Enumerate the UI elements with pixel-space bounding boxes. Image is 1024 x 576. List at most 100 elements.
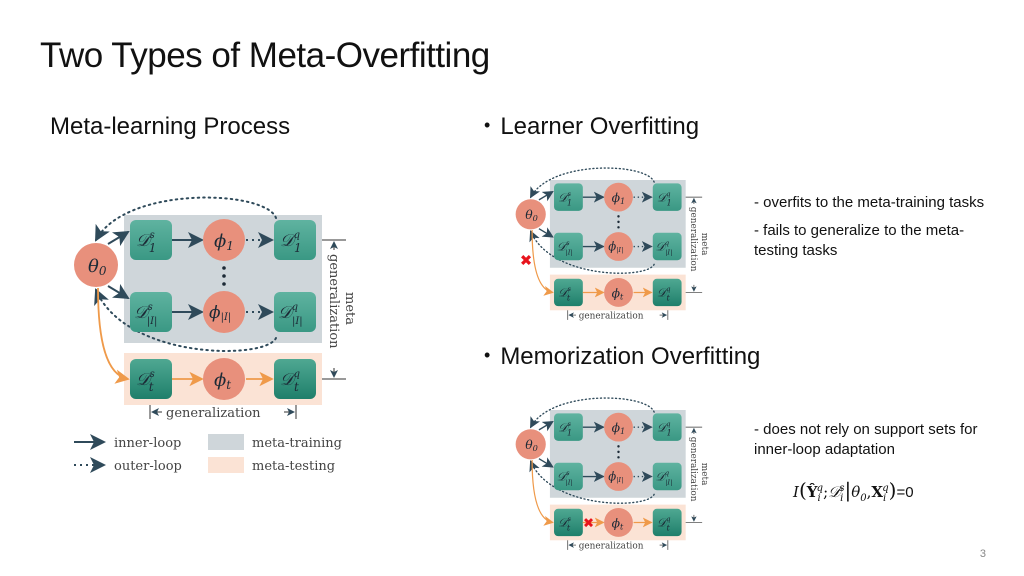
meta-testing-arrow — [97, 287, 130, 384]
formula-paren: ( — [798, 478, 807, 502]
support-set-I-box — [554, 232, 583, 261]
query-set-1-box — [652, 183, 682, 211]
inner-loop-arrow — [538, 457, 554, 468]
formula-X: X — [871, 483, 884, 501]
formula-semicolon: ; — [823, 483, 829, 501]
inner-loop-arrow — [538, 420, 554, 432]
formula-sup: q — [816, 483, 824, 494]
failure-x-icon: ✖ — [520, 252, 533, 270]
slide-title: Two Types of Meta-Overfitting — [40, 36, 490, 75]
memorization-overfitting-notes: - does not rely on support sets for inne… — [754, 420, 999, 468]
generalization-label: generalization — [579, 312, 644, 322]
formula-sub: i — [883, 493, 887, 504]
theta0-node — [74, 243, 118, 287]
support-set-I-box — [130, 292, 172, 332]
support-set-1-box — [130, 220, 172, 260]
support-set-t-box — [554, 508, 583, 537]
formula-I: I — [793, 483, 799, 501]
generalization-label: generalization — [166, 406, 261, 421]
formula-D: 𝒟 — [828, 483, 841, 501]
bullet-icon: • — [484, 345, 491, 365]
meta-label: meta — [699, 233, 709, 256]
inner-loop-arrow — [107, 230, 130, 247]
theta0-label: θ0 — [525, 208, 538, 223]
theta0-label: θ0 — [88, 256, 107, 278]
query-set-t-box — [274, 359, 316, 399]
query-set-I-label: 𝒟q|I| — [278, 302, 303, 327]
inner-loop-arrow — [538, 227, 554, 238]
support-set-t-box — [554, 278, 583, 307]
outer-loop-arrow-bottom — [529, 230, 655, 274]
phi-I-node — [203, 291, 245, 333]
formula-paren: ) — [888, 478, 897, 502]
phi-I-node — [604, 462, 633, 491]
learner-overfitting-title: Learner Overfitting — [500, 113, 700, 140]
theta0-node — [515, 429, 546, 460]
bullet-icon: • — [484, 115, 491, 135]
phi-t-node — [604, 278, 633, 307]
phi-I-label: ϕ|I| — [608, 240, 623, 254]
meta-generalization-label: generalization — [326, 254, 341, 349]
query-set-t-box — [652, 508, 682, 537]
support-set-1-box — [554, 183, 583, 211]
query-set-t-box — [652, 278, 682, 307]
meta-learning-diagram: θ0 𝒟s1 ϕ1 𝒟q1 𝒟s|I| ϕ|I| 𝒟q|I| 𝒟st ϕt � — [74, 196, 357, 474]
meta-learning-diagram: θ0 𝒟s1 ϕ1 𝒟q1 𝒟s|I| ϕ|I| 𝒟q|I| 𝒟st ϕt � — [515, 167, 709, 322]
meta-testing-swatch — [208, 457, 244, 473]
meta-learning-process-heading: Meta-learning Process — [50, 113, 291, 140]
note-fails-generalize: - fails to generalize to the meta-testin… — [754, 222, 965, 259]
phi-t-label: ϕt — [612, 286, 624, 301]
meta-testing-arrow — [531, 460, 554, 526]
phi-1-node — [203, 219, 245, 261]
formula-theta: θ — [851, 483, 861, 501]
outer-loop-arrow-bottom — [529, 460, 655, 504]
memorization-overfitting-title: Memorization Overfitting — [500, 343, 761, 370]
phi-t-label: ϕt — [214, 370, 231, 392]
formula-equals: =0 — [896, 484, 914, 501]
note-overfits: - overfits to the meta-training tasks — [754, 194, 985, 211]
formula-sub: 0 — [860, 493, 867, 504]
theta0-label: θ0 — [525, 438, 538, 453]
learner-overfitting-heading: • Learner Overfitting — [484, 113, 699, 141]
diagram-legend: inner-loop outer-loop meta-training meta… — [74, 434, 342, 474]
inner-loop-arrow — [538, 190, 554, 202]
formula-sub: i — [817, 493, 821, 504]
phi-I-label: ϕ|I| — [209, 303, 231, 323]
meta-learning-diagram: θ0 𝒟s1 ϕ1 𝒟q1 𝒟s|I| ϕ|I| 𝒟q|I| 𝒟st ϕt � — [515, 397, 709, 552]
query-set-1-box — [652, 413, 682, 441]
query-set-I-box — [652, 232, 682, 261]
meta-generalization-label: generalization — [688, 207, 698, 272]
mutual-information-formula: I(Ŷiq;𝒟is|θ0,Xiq)=0 — [793, 478, 914, 504]
query-set-I-box — [652, 462, 682, 491]
outer-loop-arrow-top — [530, 397, 655, 429]
support-set-1-box — [554, 413, 583, 441]
page-number: 3 — [979, 548, 986, 560]
phi-t-label: ϕt — [612, 516, 624, 531]
support-set-I-label: 𝒟s|I| — [557, 239, 573, 257]
formula-bar: | — [844, 478, 852, 502]
theta0-node — [515, 199, 546, 230]
query-set-I-box — [274, 292, 316, 332]
formula-sup: q — [882, 483, 889, 494]
inner-loop-arrow — [107, 283, 130, 300]
phi-1-label: ϕ1 — [612, 421, 626, 436]
support-set-t-box — [130, 359, 172, 399]
failure-x-icon: ✖ — [583, 515, 594, 531]
phi-1-node — [604, 412, 633, 442]
legend-meta-training: meta-training — [252, 436, 342, 451]
query-set-I-label: 𝒟q|I| — [656, 469, 673, 487]
generalization-label: generalization — [579, 542, 644, 552]
phi-t-node — [604, 508, 633, 537]
legend-inner-loop: inner-loop — [114, 436, 181, 451]
phi-I-node — [604, 232, 633, 261]
memorization-overfitting-heading: • Memorization Overfitting — [484, 343, 760, 371]
